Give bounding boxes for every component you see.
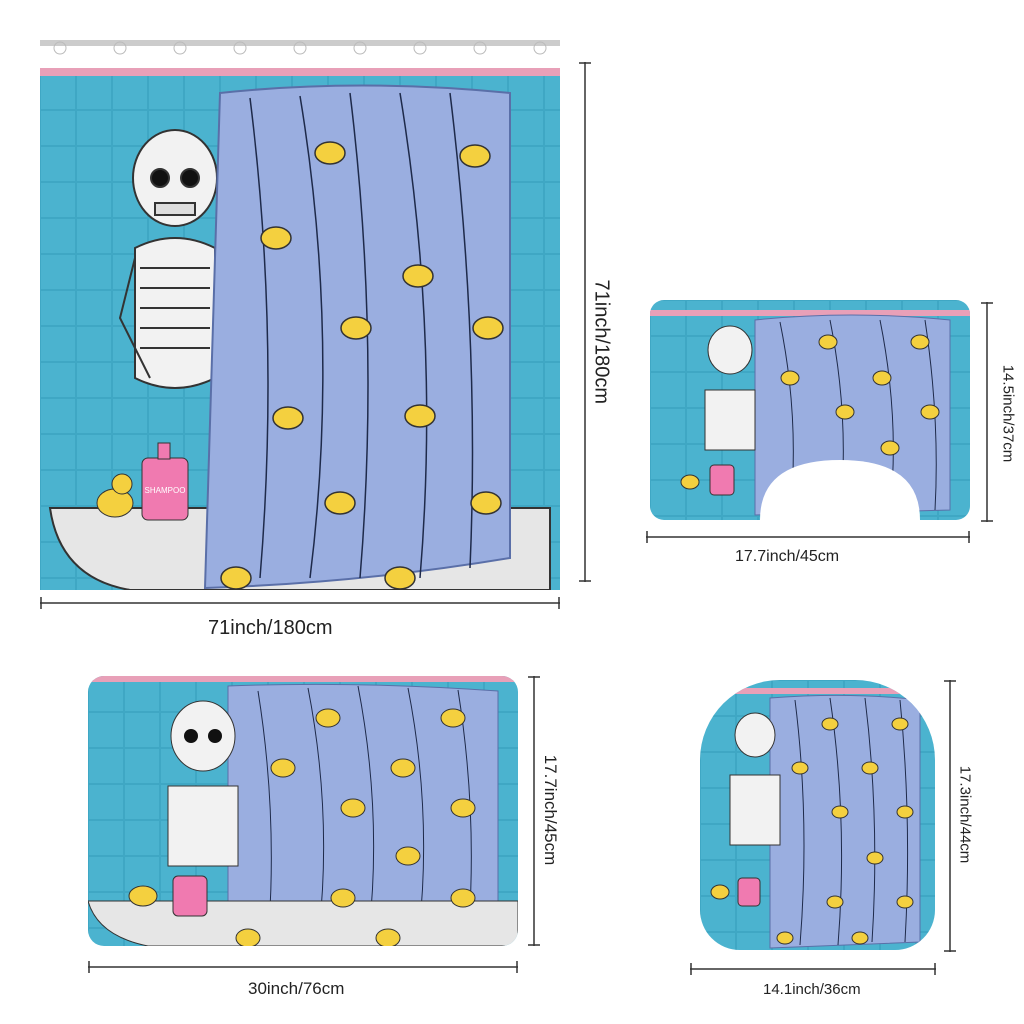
lid-cover-width-label: 14.1inch/36cm xyxy=(763,981,861,998)
bath-mat-height-dimension-line xyxy=(528,676,540,946)
bath-mat-height-label: 17.7inch/45cm xyxy=(541,754,560,866)
pink-trim xyxy=(40,68,560,76)
lid-cover-height-dimension-line xyxy=(944,680,956,952)
shower-curtain-image: SHAMPOO xyxy=(40,38,560,590)
lid-cover-image xyxy=(700,680,935,950)
u-mat-width-dimension-line xyxy=(646,531,970,543)
u-cutout xyxy=(760,460,920,520)
curtain-rod xyxy=(40,40,560,46)
shampoo-bottle: SHAMPOO xyxy=(141,442,189,521)
curtain-width-dimension-line xyxy=(40,597,560,609)
u-mat-width-label: 17.7inch/45cm xyxy=(735,548,840,565)
curtain-ducks xyxy=(220,141,504,590)
bath-mat-width-label: 30inch/76cm xyxy=(248,979,345,998)
curtain-height-label: 71inch/180cm xyxy=(590,279,613,405)
bath-mat-image xyxy=(88,676,518,946)
u-mat-height-dimension-line xyxy=(981,302,993,522)
rubber-duck xyxy=(96,488,134,518)
shampoo-label: SHAMPOO xyxy=(145,486,186,495)
bath-mat-width-dimension-line xyxy=(88,961,518,973)
curtain-height-dimension-line xyxy=(579,62,591,582)
u-mat-height-label: 14.5inch/37cm xyxy=(999,364,1017,463)
lid-cover-height-label: 17.3inch/44cm xyxy=(956,765,974,864)
u-shaped-mat-image xyxy=(650,300,970,520)
lid-cover-width-dimension-line xyxy=(690,963,936,975)
rings xyxy=(53,41,547,55)
shower-curtain-scene: SHAMPOO xyxy=(40,40,560,590)
curtain-width-label: 71inch/180cm xyxy=(208,617,333,639)
